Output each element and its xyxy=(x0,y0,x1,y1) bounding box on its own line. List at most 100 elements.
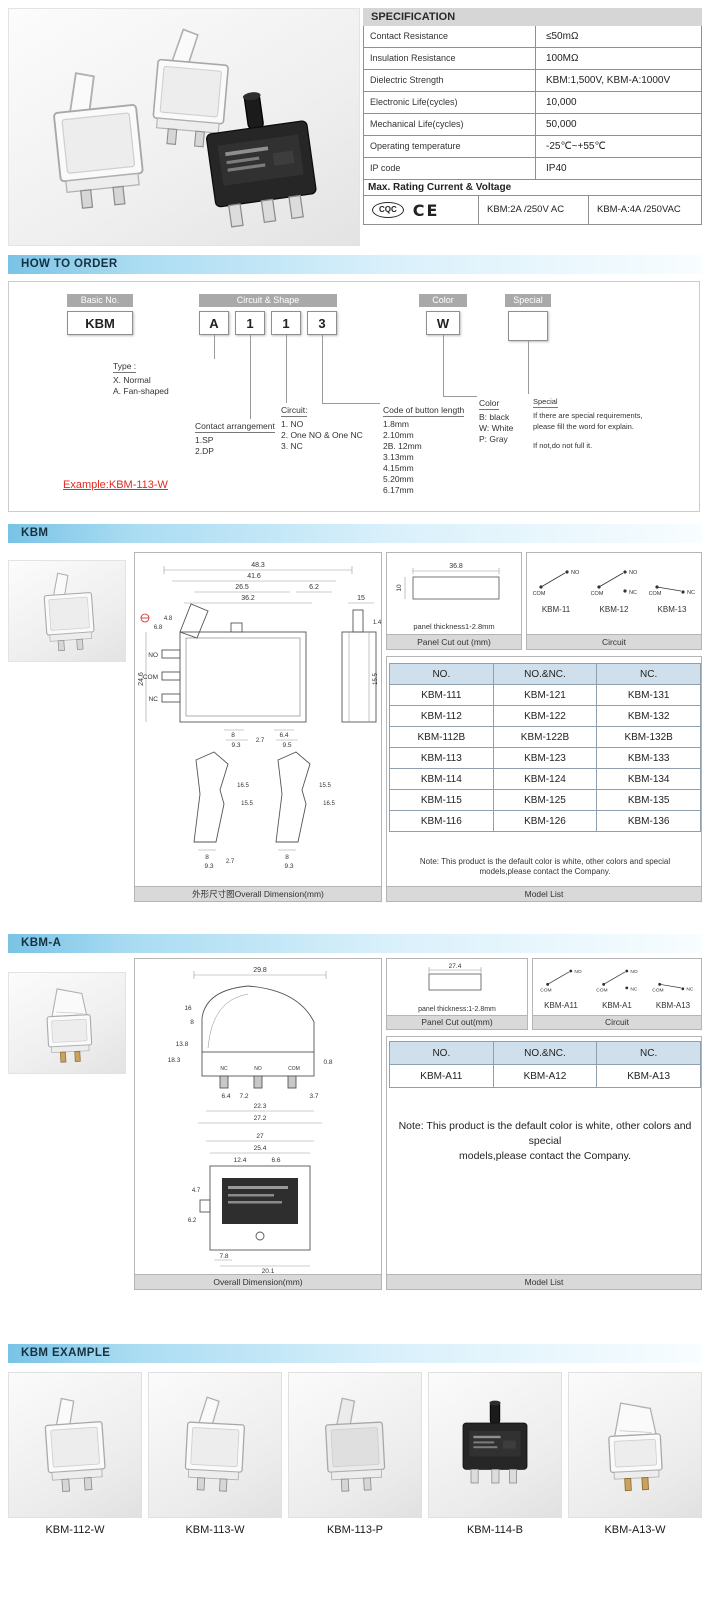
cutout-height-dim: 10 xyxy=(396,584,403,592)
svg-text:18.3: 18.3 xyxy=(168,1057,181,1064)
basic-no-code: KBM xyxy=(67,311,133,335)
length-item: 5.20mm xyxy=(383,474,414,484)
spec-label: Contact Resistance xyxy=(364,26,536,47)
connector-line xyxy=(528,341,529,394)
svg-text:8: 8 xyxy=(231,732,235,739)
kbm-model-caption: Model List xyxy=(387,886,701,901)
contact-item: 1.SP xyxy=(195,435,214,445)
svg-text:4.8: 4.8 xyxy=(164,616,173,622)
svg-text:NC: NC xyxy=(687,590,695,596)
svg-text:COM: COM xyxy=(288,1066,300,1072)
model-cell: KBM-132 xyxy=(596,705,701,727)
dimension-labels: 48.3 41.6 26.5 6.2 36.2 15 24.6 4.8 6.8 … xyxy=(138,562,382,870)
spec-row: Contact Resistance ≤50mΩ xyxy=(364,26,701,48)
model-cell: KBM-135 xyxy=(596,789,701,811)
circuit-name: KBM-A1 xyxy=(602,1001,632,1010)
svg-text:COM: COM xyxy=(540,987,551,993)
circuit-symbol-no-nc: COM NO NC xyxy=(591,570,638,597)
length-item: 2.10mm xyxy=(383,430,414,440)
svg-text:22.3: 22.3 xyxy=(254,1103,267,1110)
kbm-dimension-drawing: 48.3 41.6 26.5 6.2 36.2 15 24.6 4.8 6.8 … xyxy=(138,562,382,870)
example-photo xyxy=(428,1372,562,1518)
spec-label: Operating temperature xyxy=(364,136,536,157)
svg-text:9.3: 9.3 xyxy=(284,863,293,870)
color-code-box: W xyxy=(426,311,460,335)
code-box-length: 3 xyxy=(307,311,337,335)
order-contact-info: Contact arrangement 1.SP 2.DP xyxy=(195,421,275,457)
spec-value: IP40 xyxy=(546,163,567,174)
svg-text:0.8: 0.8 xyxy=(323,1059,332,1066)
kbm-a-side-view xyxy=(199,1165,311,1251)
spec-row: Insulation Resistance 100MΩ xyxy=(364,48,701,70)
svg-text:20.1: 20.1 xyxy=(262,1268,275,1275)
kbm-lever-details xyxy=(193,751,311,843)
kbm-a-circuit-panel: COM NO KBM-A11 COM NO NC KBM-A1 COM NC K… xyxy=(532,958,702,1030)
svg-text:9.3: 9.3 xyxy=(204,863,213,870)
max-rating-label: Max. Rating Current & Voltage xyxy=(364,180,701,196)
model-cell: KBM-113 xyxy=(389,747,494,769)
spec-row: Dielectric Strength KBM:1,500V, KBM-A:10… xyxy=(364,70,701,92)
note-line: models,please contact the Company. xyxy=(459,1150,631,1162)
note-line: Note: This product is the default color … xyxy=(398,1120,692,1147)
example-switch-image xyxy=(28,1390,121,1500)
model-cell: KBM-112B xyxy=(389,726,494,748)
svg-text:13.8: 13.8 xyxy=(176,1041,189,1048)
color-item: P: Gray xyxy=(479,434,508,444)
code-box-circuit: 1 xyxy=(271,311,301,335)
example-switch-image xyxy=(309,1391,400,1499)
connector-line xyxy=(250,335,251,419)
svg-text:29.8: 29.8 xyxy=(253,967,267,974)
svg-text:27.2: 27.2 xyxy=(254,1115,267,1122)
kbm-a-model-table: NO. NO.&NC. NC. KBM-A11 KBM-A12 KBM-A13 xyxy=(389,1041,701,1088)
example-switch-image xyxy=(589,1391,680,1499)
length-item: 6.17mm xyxy=(383,485,414,495)
svg-text:NO: NO xyxy=(571,570,580,576)
model-cell: KBM-132B xyxy=(596,726,701,748)
spec-label: Dielectric Strength xyxy=(364,70,536,91)
color-heading: Color xyxy=(479,398,500,410)
special-heading: Special xyxy=(533,397,558,408)
specification: SPECIFICATION Contact Resistance ≤50mΩ I… xyxy=(363,8,702,225)
color-item: W: White xyxy=(479,423,514,433)
kbm-a-front-view xyxy=(201,985,315,1089)
kbm-a-switch-image xyxy=(31,979,107,1069)
model-cell: KBM-A12 xyxy=(492,1064,598,1088)
svg-text:15.5: 15.5 xyxy=(241,801,253,807)
svg-text:25.4: 25.4 xyxy=(254,1145,267,1152)
example-label: KBM-114-B xyxy=(466,1524,524,1536)
model-cell: KBM-114 xyxy=(389,768,494,790)
rating-kbm: KBM:2A /250V AC xyxy=(478,196,588,224)
panel-thickness-note: panel thickness1-2.8mm xyxy=(413,622,495,631)
cutout-width-dim: 27.4 xyxy=(449,963,462,970)
svg-text:COM: COM xyxy=(649,591,662,597)
col-header: NO. xyxy=(389,1041,494,1065)
col-header: NO.&NC. xyxy=(492,1041,598,1065)
svg-text:6.6: 6.6 xyxy=(271,1157,280,1164)
spec-row: Mechanical Life(cycles) 50,000 xyxy=(364,114,701,136)
circuit-item: 3. NC xyxy=(281,441,303,451)
model-cell: KBM-131 xyxy=(596,684,701,706)
kbm-drawing-caption: 外形尺寸图Overall Dimension(mm) xyxy=(135,886,381,901)
how-to-order-bar: HOW TO ORDER xyxy=(8,255,702,274)
svg-text:26.5: 26.5 xyxy=(235,584,249,591)
kbm-a-drawing-caption: Overall Dimension(mm) xyxy=(135,1274,381,1289)
circuit-symbol-no: COM NO xyxy=(540,969,582,994)
type-heading: Type : xyxy=(113,361,137,373)
spec-value: 100MΩ xyxy=(546,53,579,64)
dimension-labels: 29.8 16 8 13.8 18.3 0.8 NC NO COM 6.4 7.… xyxy=(168,967,333,1275)
svg-text:NO: NO xyxy=(630,969,638,975)
svg-text:8: 8 xyxy=(205,854,209,861)
spec-value: KBM:1,500V, KBM-A:1000V xyxy=(546,75,671,86)
how-to-order-diagram: Basic No. KBM Circuit & Shape A 1 1 3 Co… xyxy=(8,281,700,512)
model-cell: KBM-A13 xyxy=(596,1064,701,1088)
svg-text:16: 16 xyxy=(184,1005,192,1012)
kbm-product-photo xyxy=(8,560,126,662)
example-label: KBM-112-W xyxy=(45,1524,105,1536)
kbm-a-model-panel: NO. NO.&NC. NC. KBM-A11 KBM-A12 KBM-A13 … xyxy=(386,1036,702,1290)
kbm-a-model-caption: Model List xyxy=(387,1274,701,1289)
cutout-width-dim: 36.8 xyxy=(449,563,463,570)
svg-text:COM: COM xyxy=(652,987,663,993)
kbm-a-note: Note: This product is the default color … xyxy=(395,1119,695,1164)
